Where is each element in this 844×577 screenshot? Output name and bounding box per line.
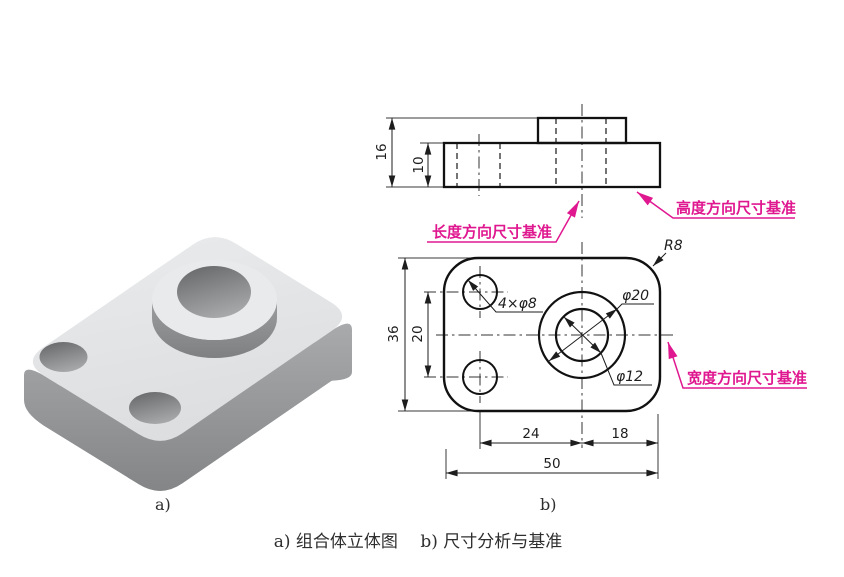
front-boss-outline — [536, 116, 628, 145]
label-d12: φ12 — [616, 369, 643, 385]
dim-50: 50 — [543, 456, 560, 472]
dim-36: 36 — [386, 325, 402, 342]
dim-16: 16 — [374, 143, 390, 160]
datum-width-label: 宽度方向尺寸基准 — [686, 369, 807, 387]
plate-side-face — [24, 323, 352, 491]
datum-length-leader — [427, 200, 580, 243]
label-b: b) — [540, 495, 556, 514]
datum-width-leader — [667, 341, 807, 389]
small-hole-top — [462, 274, 498, 310]
top-view: 36 20 24 18 50 R8 4×φ8 φ20 φ12 b) — [386, 238, 683, 514]
label-a: a) — [155, 495, 171, 514]
leader-d20 — [616, 303, 654, 310]
dim-10: 10 — [411, 156, 427, 173]
label-r8: R8 — [664, 238, 683, 254]
isometric-view: a) — [24, 237, 352, 514]
label-d20: φ20 — [622, 288, 649, 304]
small-hole-front — [129, 392, 181, 424]
label-4xd8: 4×φ8 — [498, 296, 537, 312]
top-view-outline — [442, 256, 662, 413]
front-view: 16 10 — [374, 104, 662, 218]
dim-18: 18 — [611, 426, 628, 442]
small-hole-left — [39, 342, 88, 372]
figure-caption: a) 组合体立体图 b) 尺寸分析与基准 — [274, 532, 563, 552]
small-hole-bottom — [462, 359, 498, 395]
dia-line-12 — [563, 316, 602, 354]
leader-4xd8 — [467, 279, 543, 313]
datum-height-leader — [636, 191, 795, 219]
dim-20: 20 — [410, 325, 426, 342]
boss-center-hole — [177, 266, 251, 318]
dim-24: 24 — [522, 426, 539, 442]
front-base-outline — [442, 141, 662, 189]
datum-length-label: 长度方向尺寸基准 — [432, 223, 552, 241]
boss-side — [152, 300, 277, 359]
boss-circle-20 — [537, 290, 627, 380]
leader-d12 — [600, 352, 652, 386]
datum-height-label: 高度方向尺寸基准 — [676, 199, 796, 217]
datum-annotations: 长度方向尺寸基准 高度方向尺寸基准 宽度方向尺寸基准 — [427, 191, 807, 389]
leader-r8 — [652, 252, 667, 267]
